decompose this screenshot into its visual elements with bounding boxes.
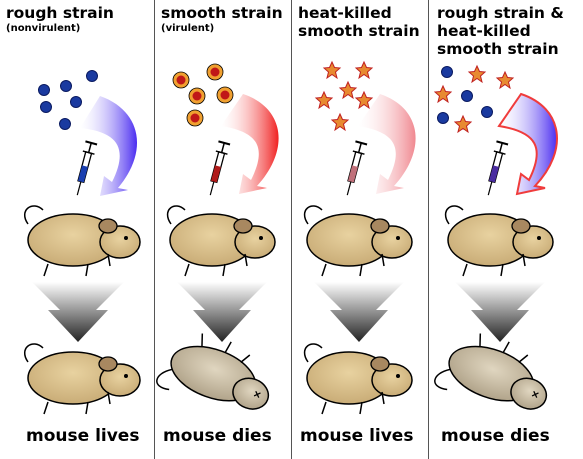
experiment-scene <box>23 70 141 415</box>
syringe-icon <box>346 140 368 196</box>
mouse-alive-icon <box>303 343 413 415</box>
down-arrow-icon <box>177 282 267 342</box>
subtitle-text: (nonvirulent) <box>6 23 81 34</box>
mouse-alive-icon <box>444 205 554 277</box>
mouse-dead-icon <box>156 333 270 410</box>
bacteria-smooth-icon <box>172 63 234 127</box>
title-text: heat-killed smooth strain <box>298 4 420 40</box>
curved-arrow-icon <box>80 96 138 196</box>
column-divider <box>154 0 155 459</box>
bacteria-heat-killed-icon <box>314 60 374 132</box>
experiment-scene <box>433 64 558 410</box>
column-title: rough strain & heat-killed smooth strain <box>437 4 577 58</box>
experiment-scene <box>156 63 279 410</box>
syringe-icon <box>487 140 509 196</box>
result-label: mouse lives <box>300 426 414 446</box>
mouse-alive-icon <box>23 343 141 415</box>
bacteria-mixed-icon <box>433 64 515 134</box>
curved-arrow-icon <box>358 94 416 194</box>
curved-arrow-icon <box>497 92 558 196</box>
bacteria-rough-icon <box>38 70 98 130</box>
syringe-icon <box>209 140 231 196</box>
column-divider <box>291 0 292 459</box>
result-label: mouse lives <box>26 426 140 446</box>
column-title: heat-killed smooth strain <box>298 4 424 40</box>
title-text: rough strain <box>6 4 114 22</box>
result-label: mouse dies <box>441 426 550 446</box>
experiment-scene <box>303 60 416 415</box>
title-text: smooth strain <box>161 4 283 22</box>
column-title: smooth strain (virulent) <box>161 4 283 35</box>
mouse-alive-icon <box>23 205 141 277</box>
curved-arrow-icon <box>221 94 279 194</box>
down-arrow-icon <box>314 282 404 342</box>
mouse-alive-icon <box>166 205 276 277</box>
down-arrow-icon <box>455 282 545 342</box>
subtitle-text: (virulent) <box>161 23 215 34</box>
mouse-alive-icon <box>303 205 413 277</box>
column-smooth-strain: smooth strain (virulent) <box>155 0 291 459</box>
result-label: mouse dies <box>163 426 272 446</box>
column-title: rough strain (nonvirulent) <box>6 4 114 35</box>
column-rough-strain: rough strain (nonvirulent) <box>0 0 154 459</box>
title-text: rough strain & heat-killed smooth strain <box>437 4 564 58</box>
mouse-dead-icon <box>434 333 548 410</box>
down-arrow-icon <box>32 282 124 342</box>
column-heat-killed: heat-killed smooth strain <box>292 0 428 459</box>
column-mixed: rough strain & heat-killed smooth strain <box>429 0 583 459</box>
syringe-icon <box>76 140 98 196</box>
column-divider <box>428 0 429 459</box>
